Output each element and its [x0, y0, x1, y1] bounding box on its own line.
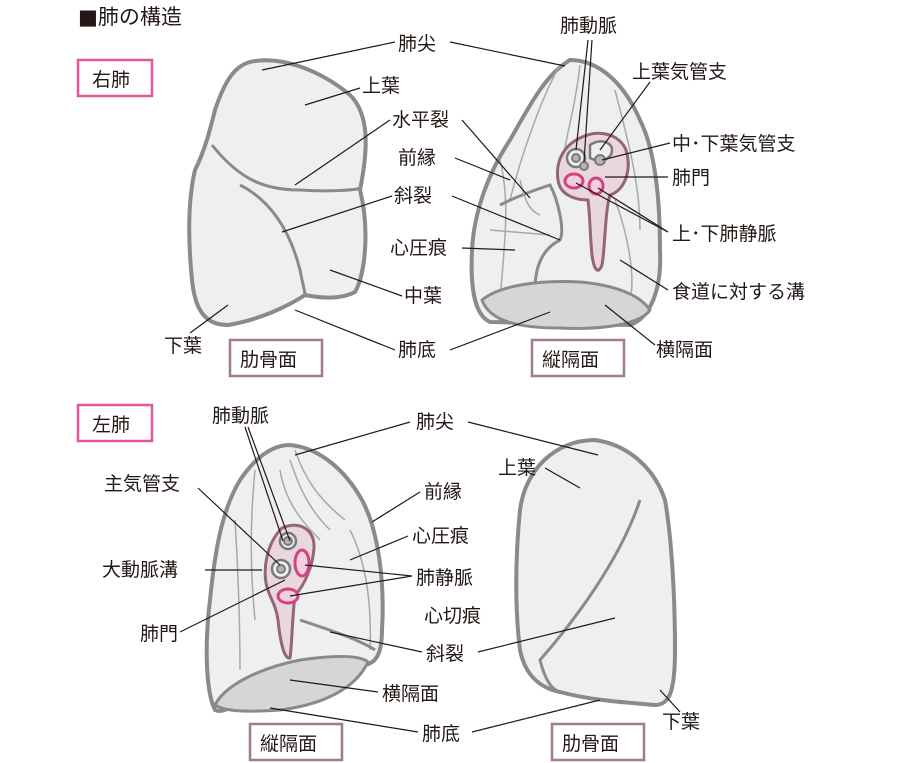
label-base: 肺底 — [398, 339, 436, 361]
left-lung-leaders — [179, 421, 681, 733]
label-upper-bronchus: 上葉気管支 — [632, 61, 727, 83]
label-apex-left: 肺尖 — [416, 411, 454, 433]
costal-face-right: 肋骨面 — [240, 349, 297, 371]
label-veins-left: 肺静脈 — [416, 567, 473, 589]
page-title: ■肺の構造 — [78, 5, 182, 29]
right-lung-mediastinal — [469, 58, 663, 330]
label-hilum: 肺門 — [672, 167, 710, 189]
label-cardiac-notch: 心切痕 — [424, 605, 481, 627]
section-box-right — [76, 58, 154, 98]
label-aortic-groove: 大動脈溝 — [102, 559, 178, 581]
label-esophageal-groove: 食道に対する溝 — [672, 281, 805, 303]
label-main-bronchus: 主気管支 — [104, 473, 180, 495]
label-hilum-left: 肺門 — [140, 623, 178, 645]
right-lung-costal — [187, 58, 368, 327]
left-lung-mediastinal — [204, 443, 385, 713]
label-apex: 肺尖 — [398, 33, 436, 55]
face-box-mediastinal-left — [248, 722, 344, 762]
label-upper-lobe: 上葉 — [362, 75, 400, 97]
label-oblique-fissure: 斜裂 — [394, 185, 432, 207]
label-lower-lobe: 下葉 — [164, 335, 202, 357]
costal-face-left: 肋骨面 — [562, 733, 619, 755]
right-lung-labels: 肺尖 上葉 水平裂 前縁 斜裂 心圧痕 中葉 下葉 肺底 肺動脈 上葉気管支 中… — [164, 15, 805, 361]
label-upper-lobe-left: 上葉 — [498, 457, 536, 479]
face-box-costal-left — [550, 722, 646, 762]
label-oblique-fissure-left: 斜裂 — [426, 643, 464, 665]
label-base-left: 肺底 — [422, 723, 460, 745]
label-horizontal-fissure: 水平裂 — [392, 109, 449, 131]
left-lung-costal — [514, 438, 677, 707]
label-diaphragmatic-left: 横隔面 — [382, 683, 439, 705]
label-mid-lower-bronchus: 中･下葉気管支 — [672, 133, 796, 155]
face-box-costal-right — [228, 338, 324, 378]
label-pulmonary-artery: 肺動脈 — [560, 15, 617, 37]
label-anterior-border: 前縁 — [398, 147, 436, 169]
mediastinal-face-right: 縦隔面 — [542, 349, 599, 371]
label-pulmonary-artery-left: 肺動脈 — [212, 405, 269, 427]
face-box-mediastinal-right — [530, 338, 626, 378]
section-right-label: 右肺 — [92, 69, 130, 91]
section-left-label: 左肺 — [92, 414, 130, 436]
label-diaphragmatic: 横隔面 — [656, 339, 713, 361]
label-middle-lobe: 中葉 — [404, 285, 442, 307]
section-box-left — [76, 403, 154, 443]
label-veins: 上･下肺静脈 — [672, 223, 777, 245]
label-cardiac-impression-left: 心圧痕 — [412, 525, 469, 547]
mediastinal-face-left: 縦隔面 — [260, 733, 317, 755]
label-anterior-border-left: 前縁 — [424, 481, 462, 503]
label-lower-lobe-left: 下葉 — [662, 711, 700, 733]
label-cardiac-impression: 心圧痕 — [390, 237, 447, 259]
left-lung-labels: 肺動脈 肺尖 主気管支 前縁 心圧痕 大動脈溝 肺静脈 心切痕 肺門 斜裂 横隔… — [102, 405, 700, 745]
right-lung-leaders — [189, 39, 671, 351]
